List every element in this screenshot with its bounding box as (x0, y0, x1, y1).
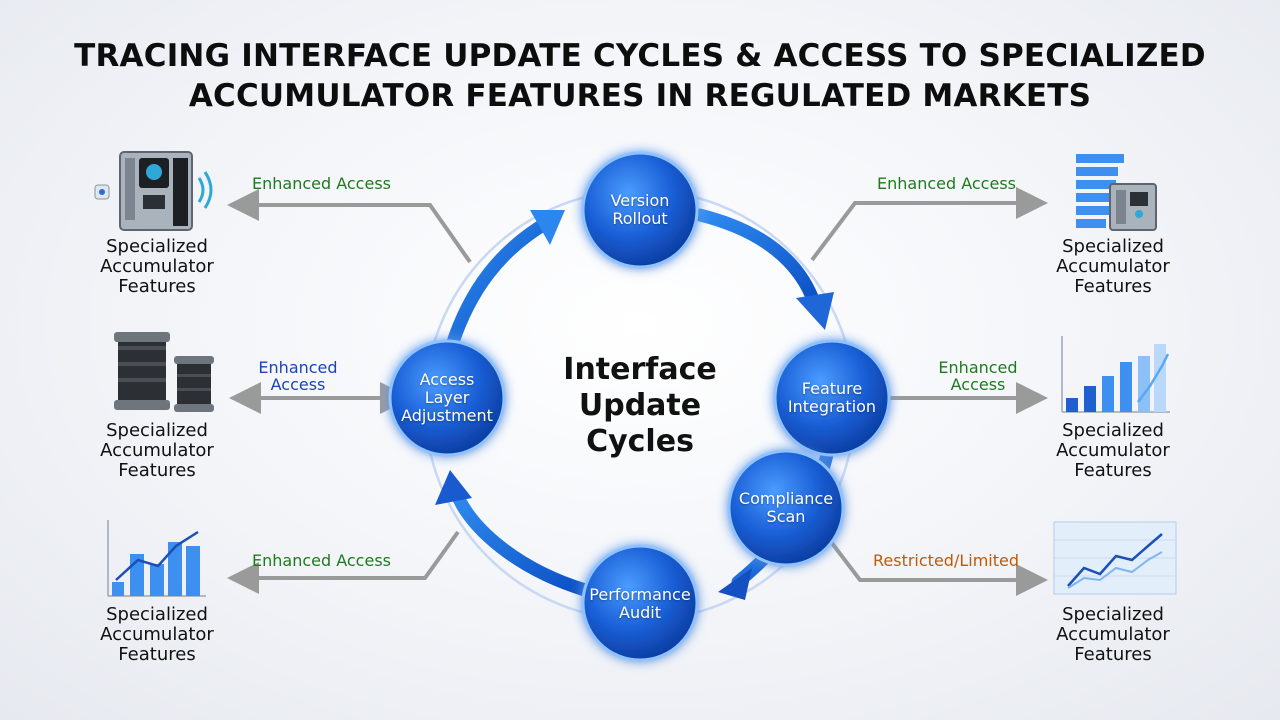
arrow-to-access-head (435, 470, 472, 505)
node-text: Layer (424, 388, 470, 407)
node-text: Adjustment (401, 406, 493, 425)
feature-text: Features (118, 276, 196, 297)
feature-text: Specialized (1062, 236, 1164, 257)
feature-text: Specialized (106, 236, 208, 257)
node-label-feature-integration: Feature Integration (772, 380, 892, 416)
arrow-to-access (448, 483, 592, 597)
feature-text: Specialized (106, 420, 208, 441)
node-performance-audit (581, 544, 699, 662)
access-label-mid-right: Enhanced Access (928, 359, 1028, 393)
node-text: Compliance (738, 489, 834, 508)
feature-label-bottom-left: Specialized Accumulator Features (67, 605, 247, 665)
access-label-bottom-right: Restricted/Limited (873, 551, 1019, 570)
node-text: Access (419, 370, 475, 389)
node-compliance-scan (727, 449, 845, 567)
node-text: Feature (801, 379, 863, 398)
node-text: Version (610, 191, 670, 210)
center-label: Interface Update Cycles (540, 352, 740, 460)
node-access-layer-adjustment (388, 339, 506, 457)
access-text: Access (270, 375, 326, 394)
feature-text: Accumulator (100, 624, 214, 645)
feature-label-mid-left: Specialized Accumulator Features (67, 421, 247, 481)
node-text: Audit (619, 603, 661, 622)
arrow-to-feature (693, 208, 822, 312)
node-text: Scan (766, 507, 806, 526)
feature-text: Features (1074, 276, 1152, 297)
bar-chart-icon (1061, 336, 1170, 413)
title-line-1: TRACING INTERFACE UPDATE CYCLES & ACCESS… (74, 38, 1206, 74)
feature-label-top-left: Specialized Accumulator Features (67, 237, 247, 297)
connector-top-right (810, 187, 1048, 262)
access-connectors (227, 187, 1048, 596)
feature-text: Accumulator (1056, 624, 1170, 645)
node-text: Integration (787, 397, 877, 416)
feature-text: Accumulator (1056, 440, 1170, 461)
node-text: Rollout (612, 209, 668, 228)
node-feature-integration (773, 339, 891, 457)
center-line-3: Cycles (586, 424, 694, 459)
node-label-compliance-scan: Compliance Scan (726, 490, 846, 526)
feature-text: Accumulator (1056, 256, 1170, 277)
feature-text: Features (118, 644, 196, 665)
feature-text: Features (1074, 644, 1152, 665)
center-line-1: Interface (563, 352, 717, 387)
node-version-rollout (581, 151, 699, 269)
arrow-to-audit-head (718, 568, 752, 600)
connector-bottom-right (820, 528, 1048, 596)
access-label-top-right: Enhanced Access (877, 174, 1016, 193)
access-label-mid-left: Enhanced Access (248, 359, 348, 393)
access-label-bottom-left: Enhanced Access (252, 551, 391, 570)
bar-chart-icon (107, 520, 206, 597)
device-icon (94, 151, 213, 231)
node-label-access-layer-adjustment: Access Layer Adjustment (387, 371, 507, 425)
feature-label-top-right: Specialized Accumulator Features (1023, 237, 1203, 297)
access-label-top-left: Enhanced Access (252, 174, 391, 193)
feature-text: Accumulator (100, 440, 214, 461)
connector-bottom-left (227, 530, 460, 594)
access-text: Access (950, 375, 1006, 394)
cylinder-icon (114, 332, 214, 412)
access-text: Enhanced (938, 358, 1018, 377)
node-label-version-rollout: Version Rollout (585, 192, 695, 228)
feature-label-bottom-right: Specialized Accumulator Features (1023, 605, 1203, 665)
line-chart-icon (1053, 521, 1177, 595)
arrow-to-version-head (530, 210, 565, 245)
arrow-to-feature-head (796, 292, 834, 330)
feature-text: Accumulator (100, 256, 214, 277)
center-line-2: Update (578, 388, 702, 423)
node-text: Performance (589, 585, 691, 604)
feature-text: Specialized (1062, 420, 1164, 441)
feature-text: Features (1074, 460, 1152, 481)
feature-label-mid-right: Specialized Accumulator Features (1023, 421, 1203, 481)
connector-top-left (227, 189, 472, 264)
title-line-2: ACCUMULATOR FEATURES IN REGULATED MARKET… (188, 78, 1092, 114)
feature-text: Features (118, 460, 196, 481)
node-label-performance-audit: Performance Audit (580, 586, 700, 622)
feature-text: Specialized (1062, 604, 1164, 625)
arrow-to-version (445, 215, 555, 352)
cycle-nodes (388, 151, 891, 662)
feature-text: Specialized (106, 604, 208, 625)
access-text: Enhanced (258, 358, 338, 377)
bar-device-icon (1076, 154, 1157, 231)
